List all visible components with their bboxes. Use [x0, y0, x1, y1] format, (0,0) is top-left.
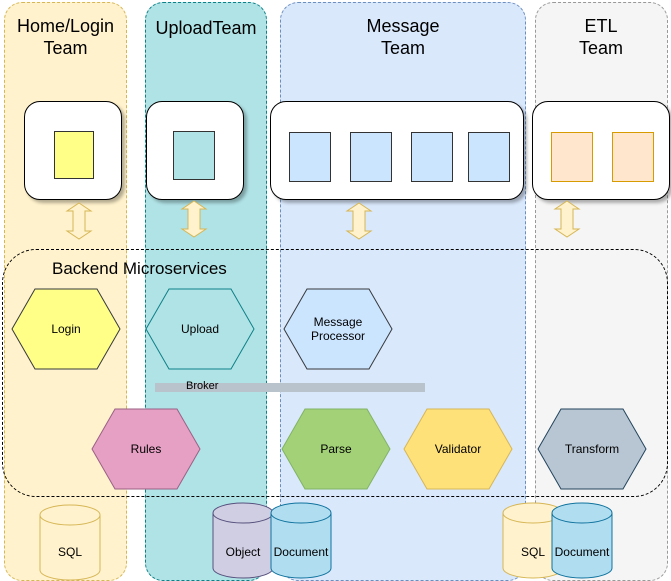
upload-frontend-component — [173, 131, 215, 180]
message-team-title: Message Team — [366, 16, 440, 58]
rules-service — [91, 408, 201, 490]
home-sql-store — [39, 504, 101, 581]
etl-document-label: Document — [554, 545, 610, 559]
rules-label: Rules — [130, 442, 162, 456]
arrow-message — [345, 202, 373, 240]
broker-bar — [155, 383, 425, 392]
etl-frontend-frame — [532, 101, 670, 200]
backend-microservices-title: Backend Microservices — [52, 259, 227, 278]
message-processor-label: Message Processor — [310, 315, 366, 343]
message-frontend-component-4 — [468, 132, 510, 182]
home-sql-label: SQL — [57, 545, 82, 559]
broker-label: Broker — [186, 380, 219, 392]
etl-sql-label: SQL — [520, 545, 545, 559]
upload-frontend-frame — [146, 101, 244, 200]
arrow-etl — [553, 200, 581, 238]
message-frontend-component-3 — [411, 132, 453, 182]
message-frontend-component-2 — [350, 132, 392, 182]
etl-document-store — [551, 502, 613, 579]
home-login-team-title: Home/Login Team — [16, 16, 115, 58]
upload-label: Upload — [180, 322, 220, 336]
home-frontend-component — [54, 131, 94, 179]
arrow-home — [65, 202, 93, 240]
message-processor-service — [283, 288, 393, 370]
transform-service — [537, 408, 647, 490]
message-frontend-component-1 — [289, 132, 331, 182]
message-frontend-frame — [270, 101, 524, 200]
etl-sql-store — [502, 502, 564, 579]
arrow-upload — [180, 200, 208, 238]
parse-label: Parse — [320, 442, 352, 456]
login-service — [11, 288, 121, 370]
upload-team-title: UploadTeam — [155, 18, 257, 38]
parse-service — [281, 408, 391, 490]
transform-label: Transform — [564, 442, 620, 456]
login-label: Login — [51, 322, 81, 336]
home-frontend-frame — [24, 101, 122, 200]
validator-service — [403, 408, 513, 490]
upload-service — [145, 288, 255, 370]
document-upload-label: Document — [273, 545, 329, 559]
etl-team-title: ETL Team — [578, 16, 623, 58]
document-store-upload — [270, 502, 332, 579]
etl-frontend-component-1 — [551, 132, 593, 182]
validator-label: Validator — [434, 442, 482, 456]
etl-frontend-component-2 — [612, 132, 654, 182]
object-label: Object — [225, 545, 261, 559]
object-store — [212, 502, 274, 579]
backend-microservices-container — [2, 249, 668, 497]
